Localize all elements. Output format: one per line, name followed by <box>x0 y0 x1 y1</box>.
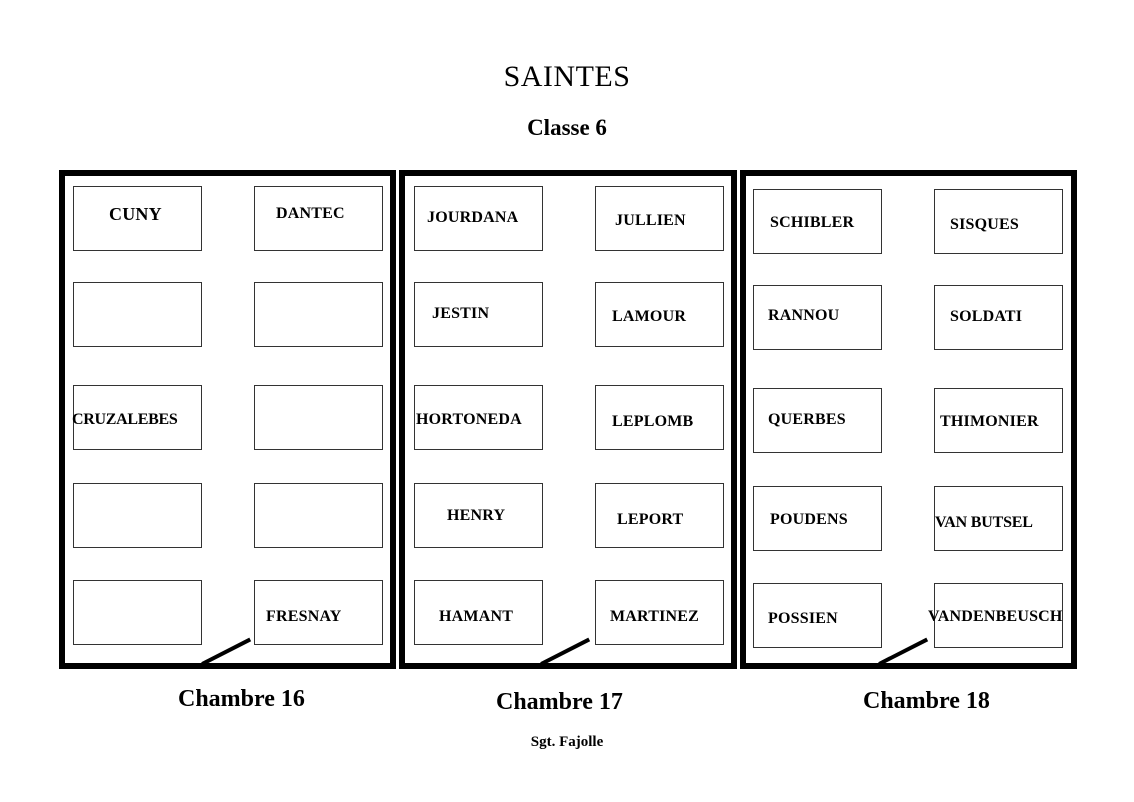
bed-occupant-name: DANTEC <box>276 205 345 222</box>
bed-occupant-name: MARTINEZ <box>610 608 700 625</box>
bed <box>414 186 543 251</box>
bed-occupant-name: QUERBES <box>768 411 846 428</box>
bed <box>595 186 724 251</box>
bed-occupant-name: LEPORT <box>617 511 684 528</box>
bed <box>753 189 882 254</box>
bed <box>753 486 882 551</box>
bed <box>414 580 543 645</box>
bed-occupant-name: LEPLOMB <box>612 413 694 430</box>
bed <box>753 583 882 648</box>
bed-occupant-name: VAN BUTSEL <box>935 514 1033 531</box>
bed <box>934 285 1063 350</box>
bed <box>73 186 202 251</box>
document-subtitle: Classe 6 <box>527 115 607 140</box>
bed <box>934 388 1063 453</box>
bed <box>934 486 1063 551</box>
bed <box>595 580 724 645</box>
author-signature: Sgt. Fajolle <box>530 734 604 750</box>
bed-occupant-name: VANDENBEUSCH <box>928 608 1063 625</box>
bed-occupant-name: JULLIEN <box>615 212 686 229</box>
bed <box>73 282 202 347</box>
bed <box>934 189 1063 254</box>
bed-occupant-name: HAMANT <box>439 608 514 625</box>
bed <box>254 282 383 347</box>
bed-occupant-name: POUDENS <box>770 511 848 528</box>
bed <box>595 483 724 548</box>
bed-occupant-name: CRUZALEBES <box>72 411 178 428</box>
bed <box>254 580 383 645</box>
room-label: Chambre 16 <box>178 686 305 712</box>
bed-occupant-name: LAMOUR <box>612 308 687 325</box>
bed <box>73 483 202 548</box>
bed <box>414 483 543 548</box>
bed <box>254 385 383 450</box>
bed <box>254 483 383 548</box>
bed <box>595 385 724 450</box>
bed <box>73 385 202 450</box>
bed-occupant-name: HORTONEDA <box>416 411 522 428</box>
document-title: SAINTES <box>503 60 631 93</box>
bed-occupant-name: POSSIEN <box>768 610 838 627</box>
bed <box>414 282 543 347</box>
bed <box>595 282 724 347</box>
bed-occupant-name: JESTIN <box>432 305 490 322</box>
bed-occupant-name: FRESNAY <box>266 608 342 625</box>
bed <box>753 388 882 453</box>
bed-occupant-name: SISQUES <box>950 216 1019 233</box>
bed <box>414 385 543 450</box>
bed <box>934 583 1063 648</box>
bed-occupant-name: RANNOU <box>768 307 840 324</box>
room-label: Chambre 18 <box>863 688 990 714</box>
bed-occupant-name: SCHIBLER <box>770 214 855 231</box>
bed-occupant-name: JOURDANA <box>427 209 519 226</box>
bed <box>254 186 383 251</box>
bed-occupant-name: HENRY <box>447 507 506 524</box>
bed <box>73 580 202 645</box>
bed-occupant-name: THIMONIER <box>940 413 1039 430</box>
bed-occupant-name: SOLDATI <box>950 308 1023 325</box>
bed <box>753 285 882 350</box>
room-label: Chambre 17 <box>496 689 623 715</box>
bed-occupant-name: CUNY <box>109 204 162 224</box>
